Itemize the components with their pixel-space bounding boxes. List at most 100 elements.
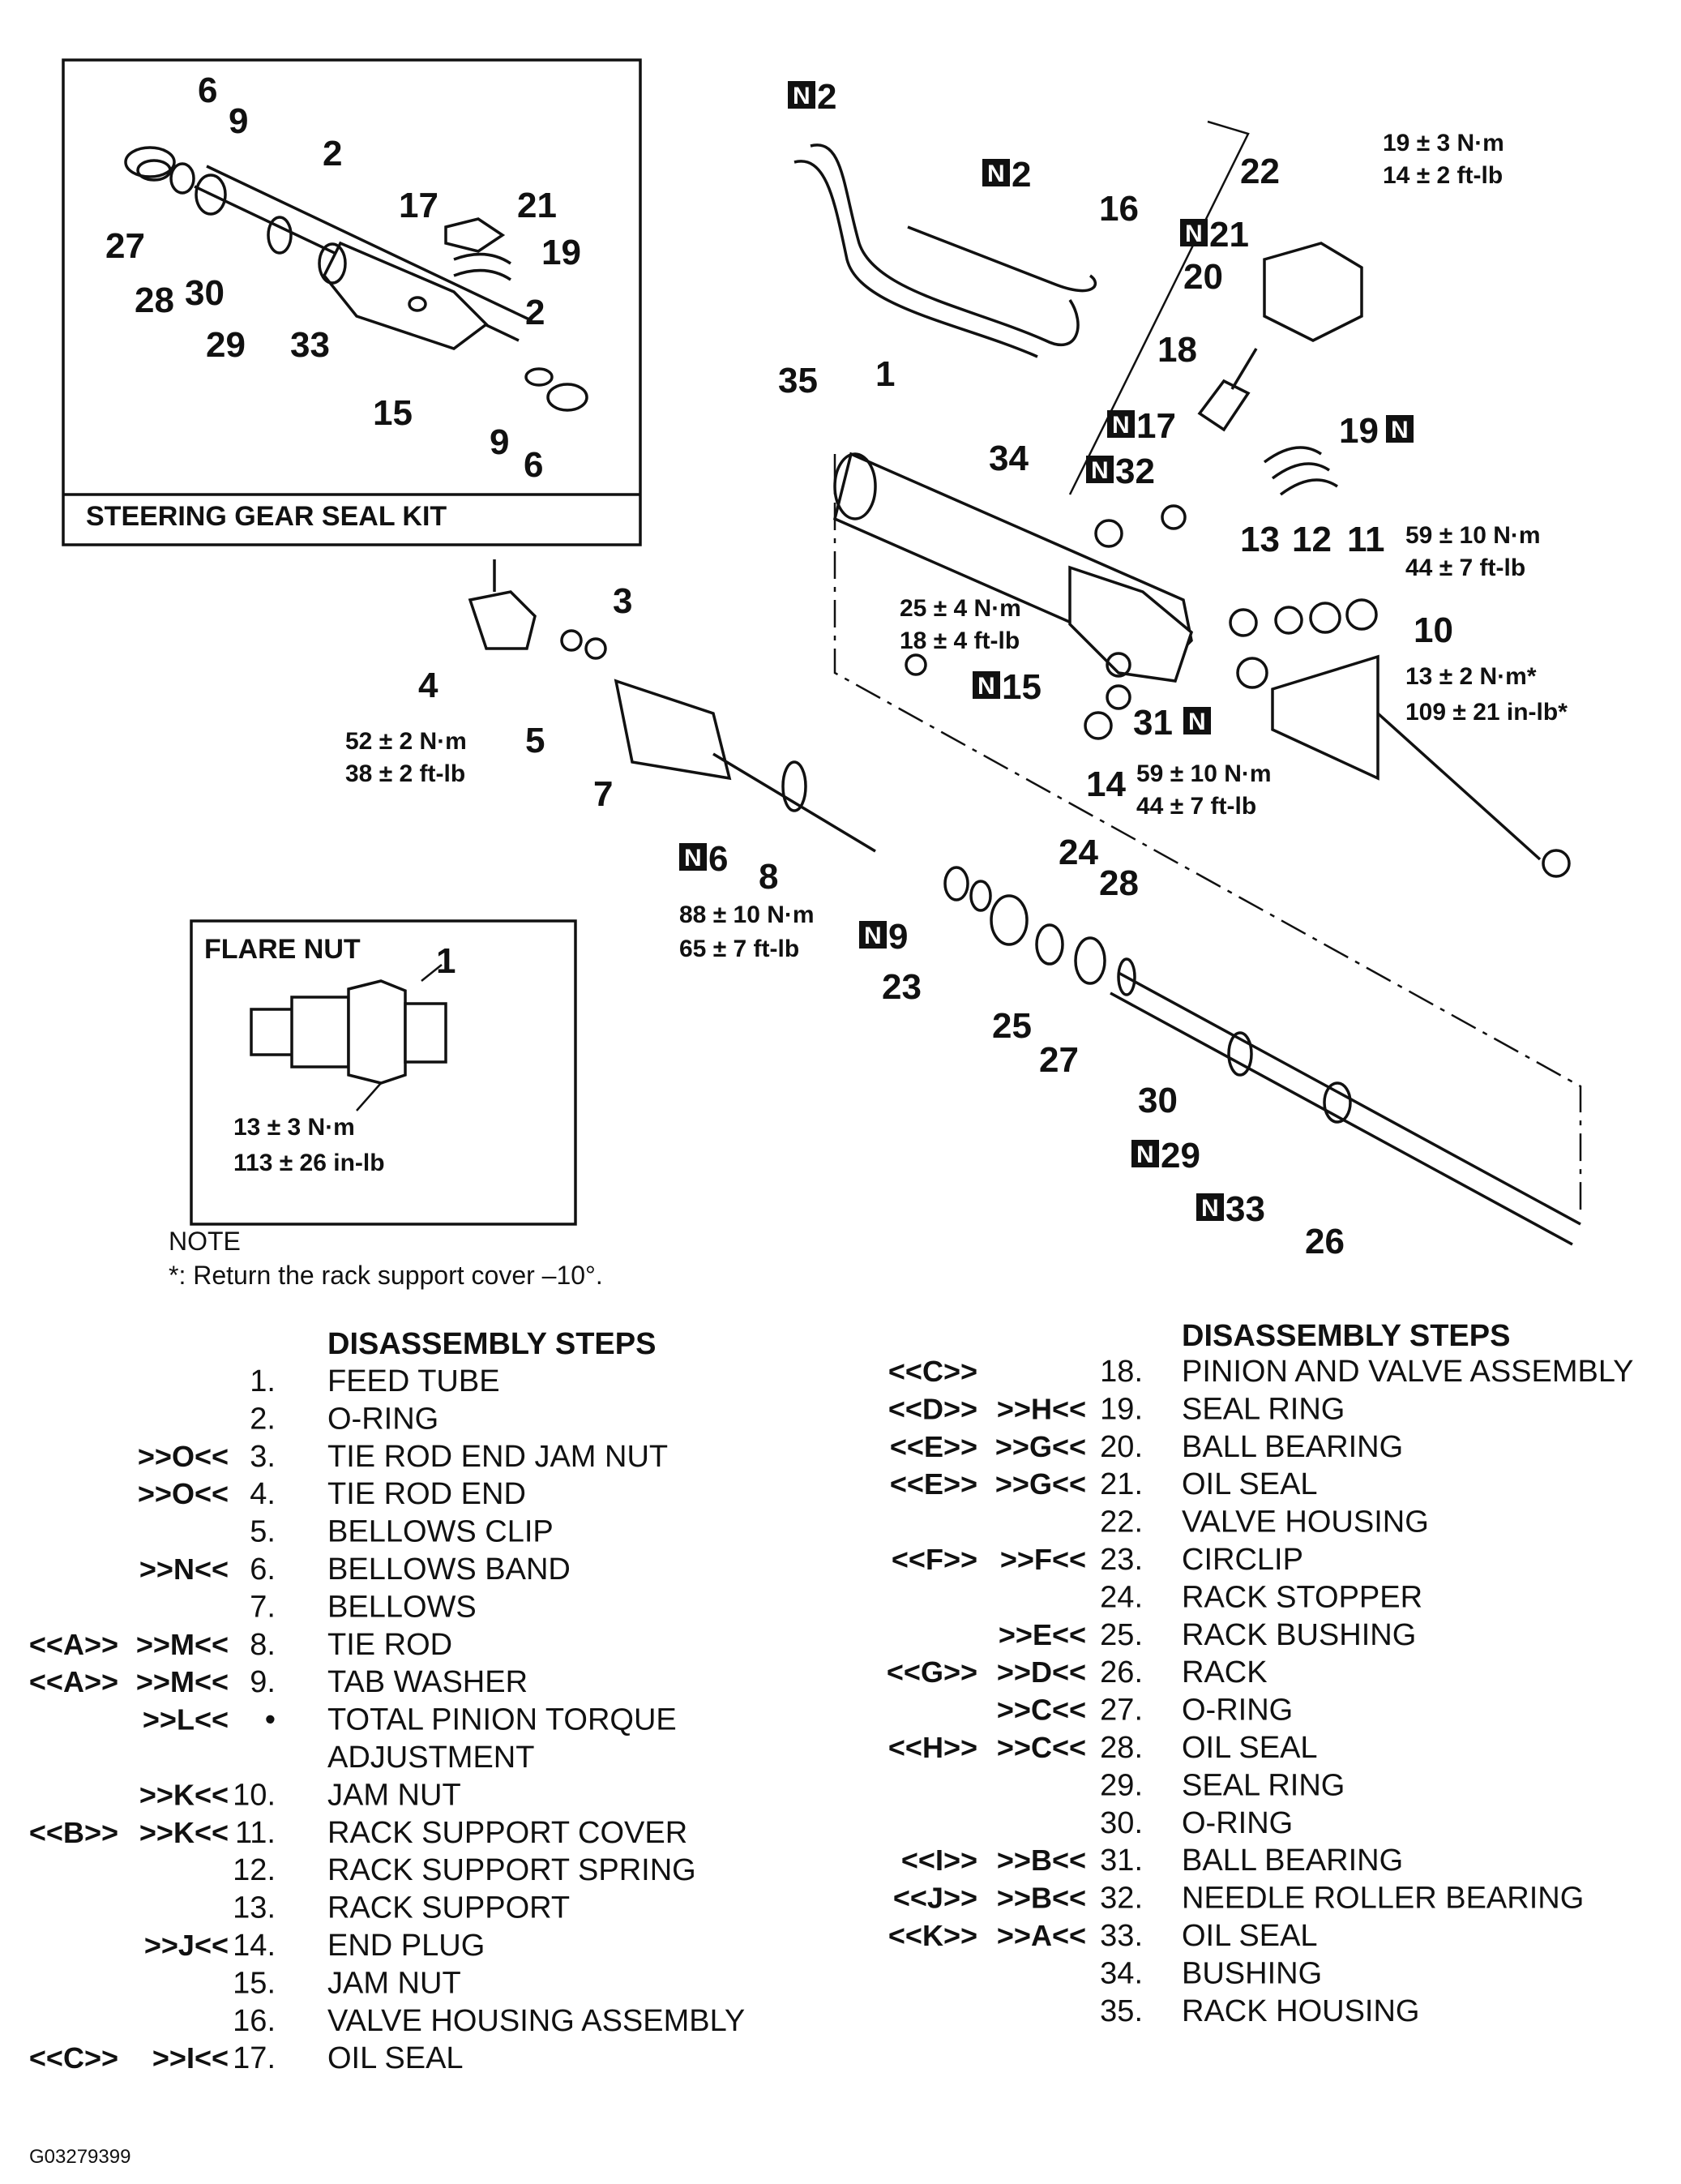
step-name: VALVE HOUSING bbox=[1182, 1505, 1429, 1540]
step-number: 14. bbox=[233, 1929, 276, 1963]
flare-torque-imp: 113 ± 26 in-lb bbox=[233, 1150, 385, 1176]
step-row: 29.SEAL RING bbox=[1100, 1768, 1345, 1802]
step-name: OIL SEAL bbox=[1182, 1919, 1318, 1953]
step-name: RACK SUPPORT SPRING bbox=[327, 1853, 696, 1887]
step-name: END PLUG bbox=[327, 1929, 485, 1963]
torque-11-in: 109 ± 21 in-lb* bbox=[1405, 699, 1568, 726]
step-number: 33. bbox=[1100, 1919, 1143, 1953]
step-number: 29. bbox=[1100, 1768, 1143, 1802]
step-name: OIL SEAL bbox=[327, 2041, 464, 2075]
step-row: <<B>>>>K<<11.RACK SUPPORT COVER bbox=[29, 1816, 687, 1850]
step-number: 10. bbox=[233, 1778, 276, 1812]
step-ref-reassembly: >>H<< bbox=[997, 1392, 1086, 1425]
torque-8-ft: 65 ± 7 ft-lb bbox=[679, 936, 799, 962]
step-row: <<C>>18.PINION AND VALVE ASSEMBLY bbox=[888, 1355, 1634, 1389]
callout-29: 29 bbox=[206, 325, 246, 365]
step-name: TIE ROD END JAM NUT bbox=[327, 1440, 668, 1474]
step-number: 7. bbox=[250, 1590, 276, 1624]
note-label: NOTE bbox=[169, 1227, 241, 1256]
step-number: 11. bbox=[235, 1816, 276, 1850]
step-row: <<E>>>>G<<20.BALL BEARING bbox=[890, 1430, 1403, 1464]
step-name: CIRCLIP bbox=[1182, 1543, 1303, 1577]
main-callout-24: 24 bbox=[1059, 833, 1098, 872]
disassembly-steps-left: DISASSEMBLY STEPS 1.FEED TUBE2.O-RING>>O… bbox=[29, 1327, 745, 2075]
step-row: 12. RACK SUPPORT SPRING bbox=[233, 1853, 696, 1887]
step-ref-disassembly: <<I>> bbox=[901, 1844, 977, 1877]
step-number: 12. bbox=[233, 1853, 276, 1887]
callout-28: 28 bbox=[135, 280, 174, 320]
callout-9: 9 bbox=[229, 101, 248, 141]
step-number: 16. bbox=[233, 2004, 276, 2038]
svg-text:N: N bbox=[684, 845, 702, 871]
note: NOTE *: Return the rack support cover –1… bbox=[169, 1227, 603, 1290]
step-row: 7. BELLOWS bbox=[250, 1590, 476, 1624]
n-marker-29 bbox=[1131, 1140, 1159, 1167]
main-callout-1: 1 bbox=[875, 354, 895, 394]
step-number: 24. bbox=[1100, 1580, 1143, 1614]
step-name: BALL BEARING bbox=[1182, 1844, 1403, 1878]
step-name: JAM NUT bbox=[327, 1778, 461, 1812]
main-callout-12: 12 bbox=[1292, 520, 1332, 559]
torque-8-nm: 88 ± 10 N·m bbox=[679, 901, 815, 928]
step-number: 26. bbox=[1100, 1655, 1143, 1689]
step-ref-disassembly: <<K>> bbox=[888, 1919, 977, 1952]
callout-6: 6 bbox=[198, 71, 217, 110]
step-name: RACK HOUSING bbox=[1182, 1994, 1419, 2028]
step-number: 4. bbox=[250, 1477, 276, 1511]
step-name: RACK STOPPER bbox=[1182, 1580, 1422, 1614]
flare-torque-nm: 13 ± 3 N·m bbox=[233, 1114, 355, 1141]
main-callout-13: 13 bbox=[1240, 520, 1280, 559]
svg-text:N: N bbox=[1391, 417, 1409, 443]
main-callout-18: 18 bbox=[1157, 330, 1197, 370]
main-callout-10: 10 bbox=[1414, 610, 1453, 650]
callout-21: 21 bbox=[517, 186, 557, 225]
disassembly-steps-right: DISASSEMBLY STEPS <<C>>18.PINION AND VAL… bbox=[887, 1319, 1634, 2028]
step-number: 6. bbox=[250, 1552, 276, 1587]
step-ref-reassembly: >>D<< bbox=[997, 1655, 1086, 1689]
step-row: <<G>>>>D<<26.RACK bbox=[887, 1655, 1268, 1689]
main-exploded-view bbox=[468, 120, 1582, 1246]
n-marker-31 bbox=[1183, 707, 1211, 734]
step-name: FEED TUBE bbox=[327, 1364, 500, 1398]
svg-text:N: N bbox=[1091, 457, 1109, 484]
step-row: <<A>>>>M<<8.TIE ROD bbox=[29, 1628, 452, 1662]
step-row: <<C>>>>I<<17.OIL SEAL bbox=[29, 2041, 464, 2075]
step-ref-disassembly: <<G>> bbox=[887, 1655, 977, 1689]
svg-text:N: N bbox=[793, 83, 811, 109]
step-number: 15. bbox=[233, 1966, 276, 2000]
callout-15: 15 bbox=[373, 393, 413, 433]
callout-17: 17 bbox=[399, 186, 438, 225]
flare-nut-drawing bbox=[250, 964, 447, 1111]
callout-33: 33 bbox=[290, 325, 330, 365]
step-name: RACK BUSHING bbox=[1182, 1618, 1416, 1652]
step-name: TOTAL PINION TORQUE bbox=[327, 1703, 677, 1737]
step-number: 2. bbox=[250, 1402, 276, 1436]
step-number: 20. bbox=[1100, 1430, 1143, 1464]
step-row: >>L<<•TOTAL PINION TORQUE bbox=[143, 1703, 677, 1737]
step-number: 21. bbox=[1100, 1467, 1143, 1501]
step-ref-reassembly: >>L<< bbox=[143, 1703, 229, 1736]
step-name: O-RING bbox=[327, 1402, 438, 1436]
seal-kit-inset: STEERING GEAR SEAL KIT 6 9 2 27 28 30 29… bbox=[62, 58, 642, 546]
torque-specs: 19 ± 3 N·m 14 ± 2 ft-lb 59 ± 10 N·m 44 ±… bbox=[345, 130, 1568, 962]
step-ref-reassembly: >>F<< bbox=[1000, 1543, 1086, 1576]
steps-left-heading: DISASSEMBLY STEPS bbox=[327, 1327, 656, 1361]
step-row: <<J>>>>B<<32.NEEDLE ROLLER BEARING bbox=[893, 1882, 1584, 1916]
main-callout-33: 33 bbox=[1225, 1189, 1265, 1229]
main-callout-5: 5 bbox=[525, 721, 545, 760]
step-name: TIE ROD bbox=[327, 1628, 452, 1662]
step-name: BELLOWS bbox=[327, 1590, 477, 1624]
main-callout-23: 23 bbox=[882, 967, 922, 1007]
step-ref-disassembly: <<C>> bbox=[888, 1355, 977, 1388]
step-name: BELLOWS CLIP bbox=[327, 1515, 554, 1549]
n-marker-19 bbox=[1386, 415, 1414, 443]
flare-callout-1: 1 bbox=[436, 941, 456, 981]
step-name: TAB WASHER bbox=[327, 1665, 528, 1699]
step-row: 1. FEED TUBE bbox=[250, 1364, 499, 1398]
main-callout-25: 25 bbox=[992, 1006, 1032, 1046]
step-name: VALVE HOUSING ASSEMBLY bbox=[327, 2004, 745, 2038]
main-callouts: N 2 N 2 16 1 22 N 21 20 18 19 N N 17 N 3… bbox=[418, 77, 1453, 1261]
step-row: >>J<<14.END PLUG bbox=[144, 1929, 485, 1963]
step-number: 1. bbox=[250, 1364, 276, 1398]
